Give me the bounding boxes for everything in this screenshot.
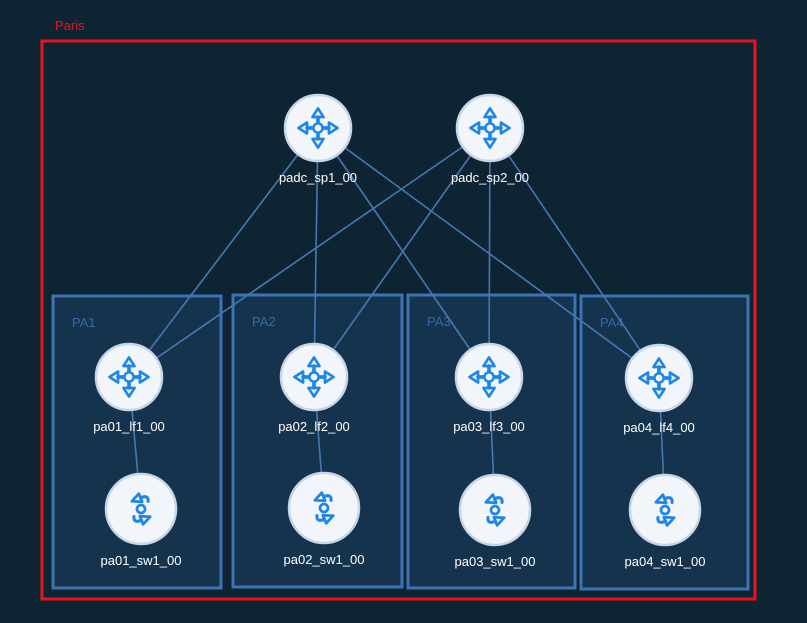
node-label: pa04_lf4_00 [623,420,695,435]
edge-sp1-lf2 [313,127,319,378]
router-node-circle [455,93,525,163]
edge-sp2-lf2 [313,127,491,378]
switch-node-circle [287,471,361,545]
node-pa04_lf4_00[interactable]: pa04_lf4_00 [623,343,695,435]
group-label-pa3: PA3 [427,314,451,329]
switch-node-circle [458,473,532,547]
node-label: pa02_sw1_00 [284,552,365,567]
group-label-pa2: PA2 [252,314,276,329]
node-label: pa01_sw1_00 [101,553,182,568]
router-node-circle [279,342,349,412]
node-pa03_sw1_00[interactable]: pa03_sw1_00 [455,473,536,569]
group-label-pa4: PA4 [600,315,624,330]
router-node-circle [94,342,164,412]
region-paris-box [40,39,757,601]
node-label: pa03_sw1_00 [455,554,536,569]
edge-sp2-lf3 [488,127,491,378]
edge-sp2-lf4 [489,127,660,379]
router-node-circle [454,342,524,412]
group-layer: PA1 PA2 PA3 PA4 [51,293,750,591]
node-pa02_sw1_00[interactable]: pa02_sw1_00 [284,471,365,567]
edge-sp1-lf4 [317,127,660,379]
edge-sp1-lf3 [317,127,490,378]
region-label: Paris [55,18,85,33]
node-label: padc_sp2_00 [451,170,529,185]
node-pa01_sw1_00[interactable]: pa01_sw1_00 [101,472,182,568]
edge-sp1-lf1 [128,127,319,378]
node-padc_sp1_00[interactable]: padc_sp1_00 [279,93,357,185]
node-pa04_sw1_00[interactable]: pa04_sw1_00 [625,473,706,569]
group-label-pa1: PA1 [72,315,96,330]
node-label: pa01_lf1_00 [93,419,165,434]
node-label: pa03_lf3_00 [453,419,525,434]
switch-node-circle [628,473,702,547]
node-pa02_lf2_00[interactable]: pa02_lf2_00 [278,342,350,434]
node-label: pa04_sw1_00 [625,554,706,569]
node-label: padc_sp1_00 [279,170,357,185]
node-padc_sp2_00[interactable]: padc_sp2_00 [451,93,529,185]
router-node-circle [283,93,353,163]
router-node-circle [624,343,694,413]
switch-node-circle [104,472,178,546]
node-pa03_lf3_00[interactable]: pa03_lf3_00 [453,342,525,434]
node-layer: padc_sp1_00 padc_sp2_00 pa01_lf1_00 pa02_lf… [93,93,706,569]
node-label: pa02_lf2_00 [278,419,350,434]
edge-sp2-lf1 [128,127,491,378]
node-pa01_lf1_00[interactable]: pa01_lf1_00 [93,342,165,434]
